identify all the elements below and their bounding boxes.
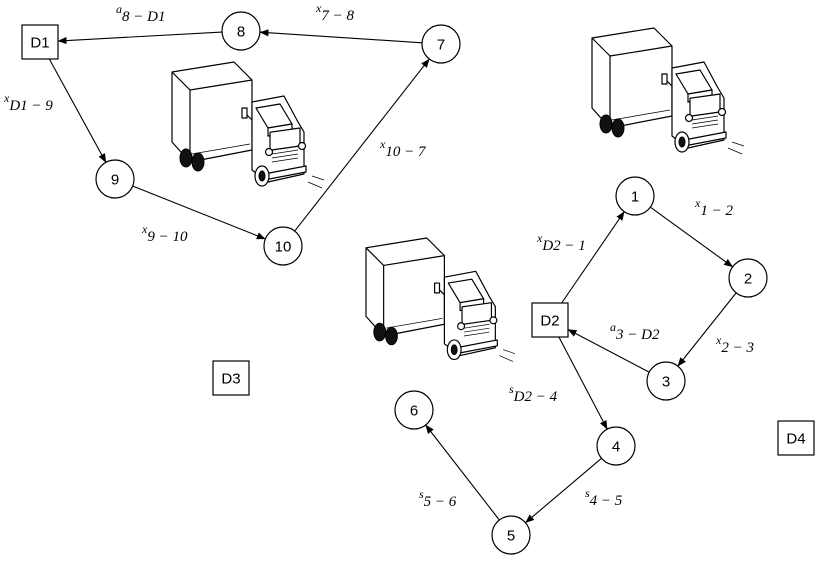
depot-box	[21, 24, 59, 60]
edge-label-1-2: x1 − 2	[694, 196, 733, 219]
edge-10-7	[294, 58, 430, 232]
node-label: 1	[631, 189, 639, 206]
edge-2-3	[677, 292, 737, 367]
node-circle	[646, 361, 686, 401]
edge-label-7-8: x7 − 8	[315, 1, 354, 24]
depot-d4: D4	[777, 420, 815, 456]
trucks-layer	[171, 27, 745, 363]
node-5: 5	[491, 515, 531, 555]
edge-label-D1-9: xD1 − 9	[3, 91, 53, 114]
node-9: 9	[95, 159, 135, 199]
edge-8-D1	[57, 31, 223, 45]
node-1: 1	[615, 176, 655, 216]
depot-label: D2	[540, 313, 559, 330]
depot-d2: D2	[531, 302, 569, 338]
edge-label-D2-1: xD2 − 1	[536, 231, 586, 254]
node-circle	[95, 159, 135, 199]
edge-label-9-10: x9 − 10	[141, 222, 188, 245]
depot-d1: D1	[21, 24, 59, 60]
node-label: 2	[744, 271, 752, 288]
node-label: 9	[111, 172, 119, 189]
depot-label: D3	[221, 371, 240, 388]
truck-icon	[171, 61, 325, 189]
node-label: 5	[507, 528, 515, 545]
node-label: 6	[410, 403, 418, 420]
node-circle	[728, 258, 768, 298]
node-7: 7	[421, 24, 461, 64]
edge-D1-9	[48, 58, 107, 163]
node-label: 7	[437, 37, 445, 54]
edge-label-10-7: x10 − 7	[379, 137, 427, 160]
nodes-layer: 1 2 3 4 5 6 7 8 9 10	[95, 11, 768, 555]
depot-box	[531, 302, 569, 338]
node-circle	[615, 176, 655, 216]
depot-box	[212, 360, 250, 396]
edge-label-2-3: x2 − 3	[715, 333, 754, 356]
node-8: 8	[221, 11, 261, 51]
edge-1-2	[650, 206, 733, 268]
depot-label: D1	[30, 35, 49, 52]
node-6: 6	[394, 390, 434, 430]
node-label: 8	[237, 24, 245, 41]
node-circle	[263, 226, 303, 266]
edge-5-6	[425, 424, 500, 521]
edge-label-4-5: s4 − 5	[585, 486, 623, 509]
edge-D2-1	[561, 211, 625, 304]
node-label: 10	[275, 239, 292, 256]
edge-label-5-6: s5 − 6	[419, 487, 457, 510]
depot-d3: D3	[212, 360, 250, 396]
node-2: 2	[728, 258, 768, 298]
truck-icon	[365, 237, 516, 363]
node-label: 3	[662, 374, 670, 391]
edges-layer	[48, 29, 737, 524]
edge-7-8	[259, 29, 423, 44]
truck-icon	[591, 27, 745, 155]
edge-9-10	[132, 185, 266, 240]
node-circle	[394, 390, 434, 430]
node-10: 10	[263, 226, 303, 266]
edge-3-D2	[567, 328, 650, 373]
node-circle	[221, 11, 261, 51]
edge-labels-layer: a8 − D1 x7 − 8 xD1 − 9 x9 − 10 x10 − 7 xD2 − …	[3, 1, 754, 510]
depot-box	[777, 420, 815, 456]
node-3: 3	[646, 361, 686, 401]
node-circle	[491, 515, 531, 555]
edge-label-8-D1: a8 − D1	[116, 2, 165, 25]
edge-label-3-D2: a3 − D2	[610, 320, 660, 343]
node-circle	[421, 24, 461, 64]
node-label: 4	[612, 439, 620, 456]
edge-D2-4	[558, 336, 608, 430]
edge-label-D2-4: sD2 − 4	[509, 382, 558, 405]
depot-label: D4	[786, 431, 805, 448]
edge-4-5	[525, 457, 602, 524]
node-circle	[596, 426, 636, 466]
node-4: 4	[596, 426, 636, 466]
